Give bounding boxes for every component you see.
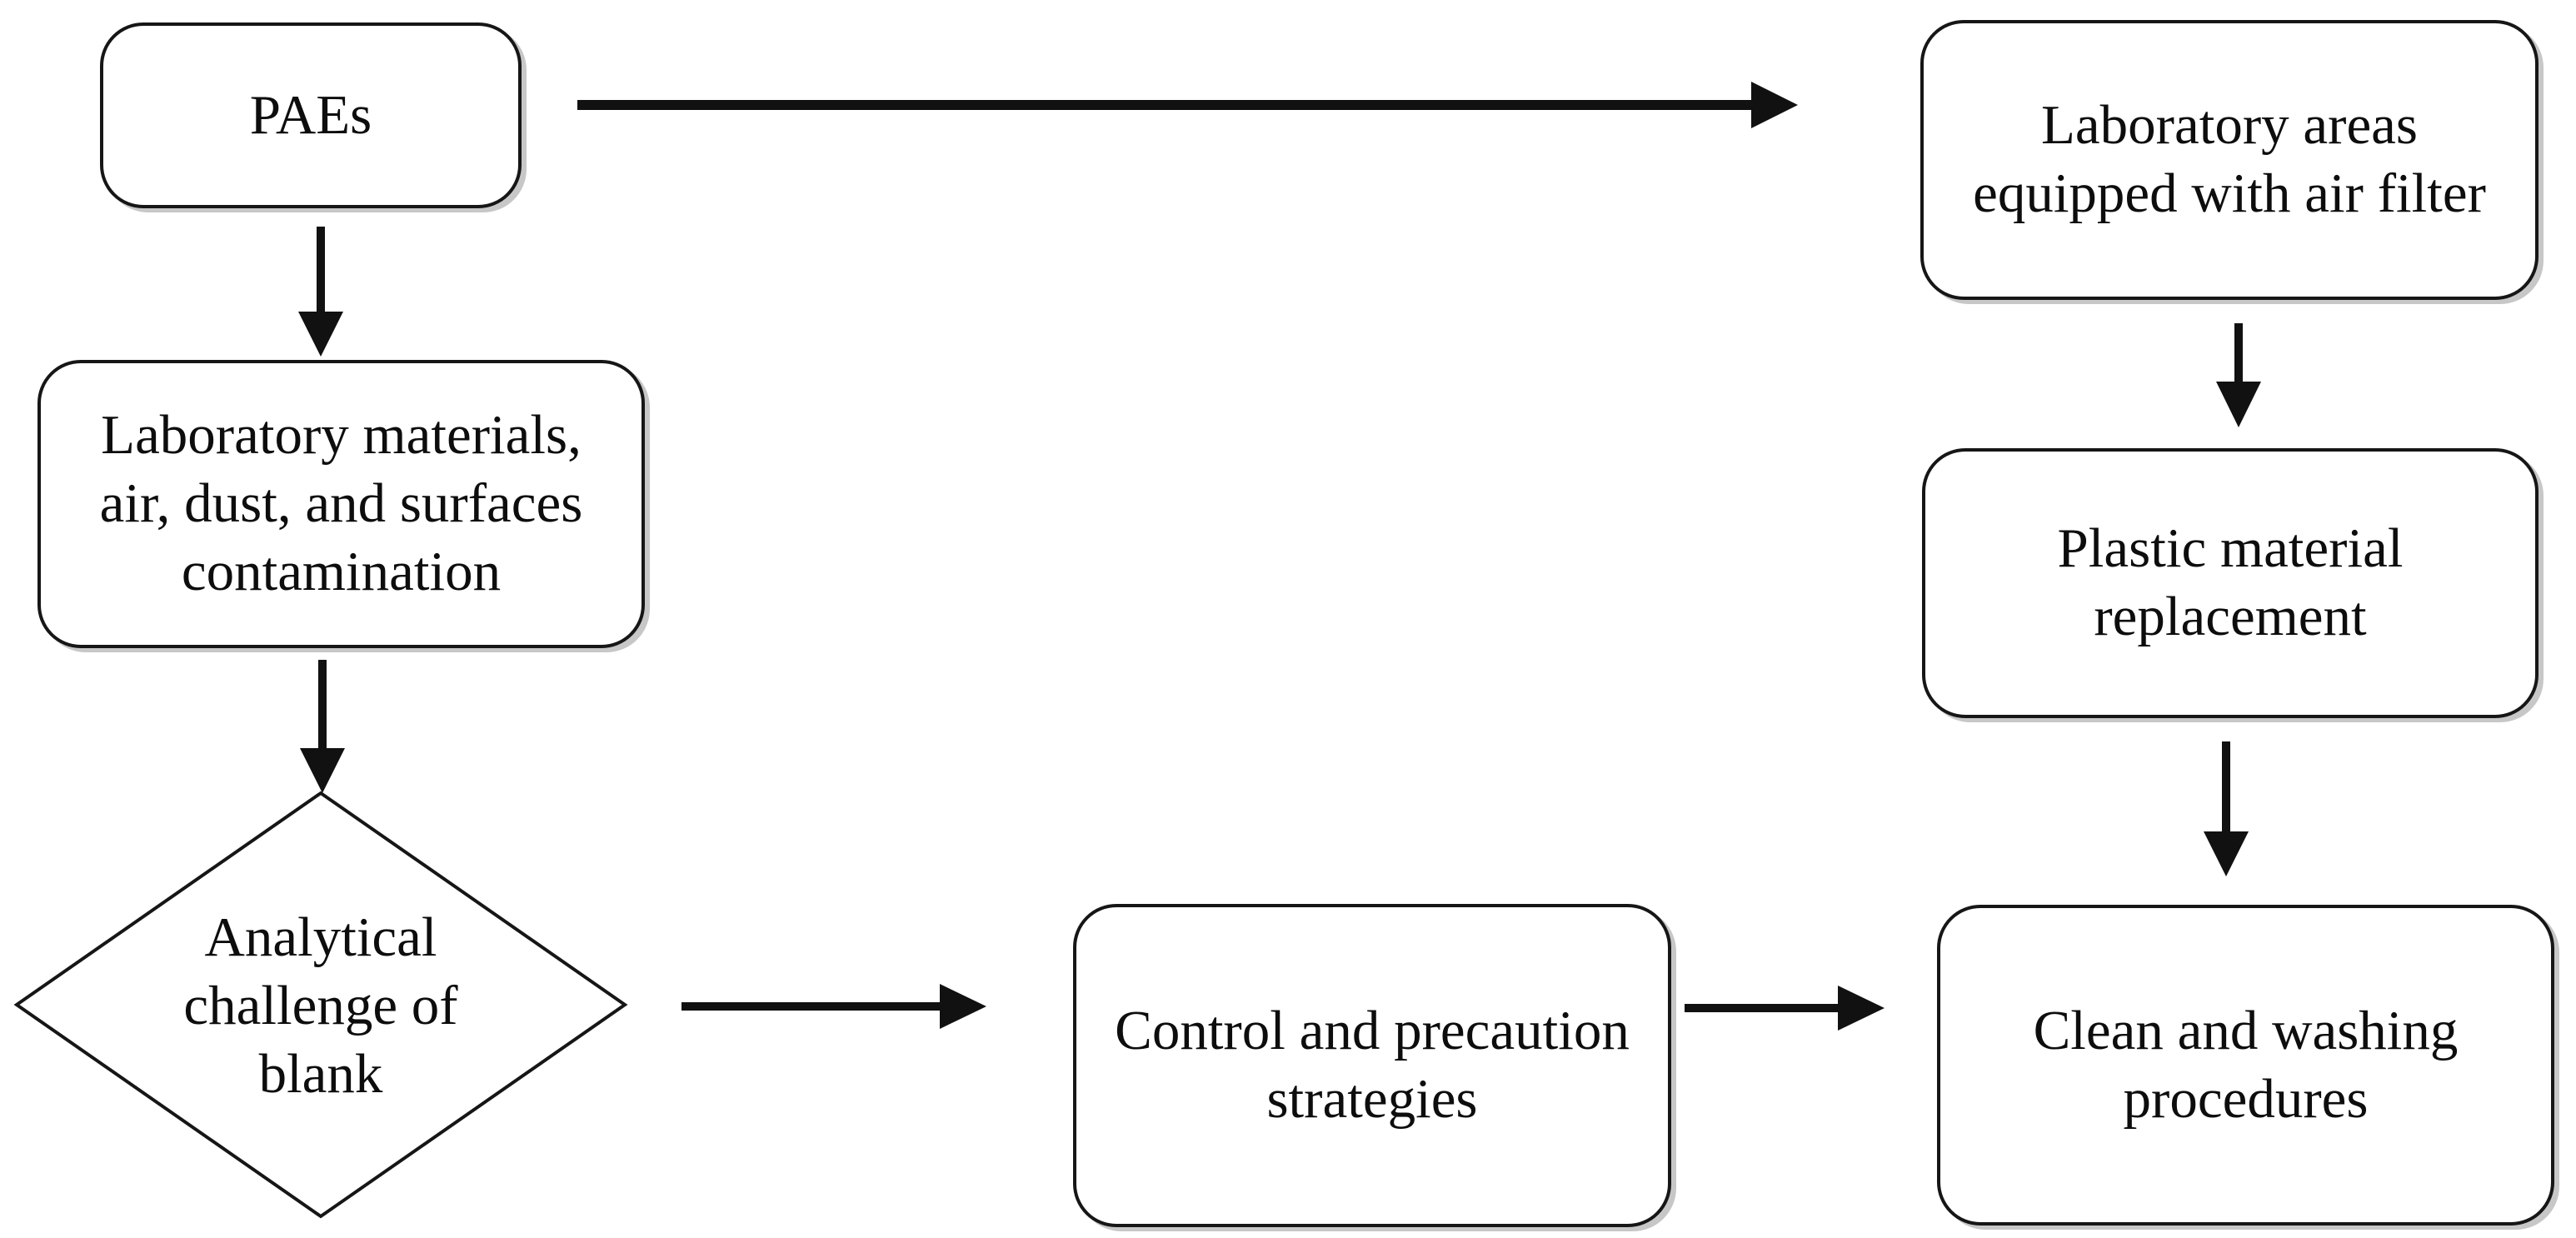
arrow-diamond-to-control [681, 984, 986, 1029]
arrow-paes-to-materials [298, 227, 343, 357]
arrow-plastic-to-cleaning [2204, 741, 2249, 876]
node-air-filter-label-line1: Laboratory areas [2041, 94, 2418, 157]
node-analytical-label-line3: blank [258, 1042, 383, 1105]
node-paes: PAEs [100, 22, 522, 208]
node-materials-label-line1: Laboratory materials, [101, 404, 582, 467]
node-cleaning-procedures: Clean and washing procedures [1937, 905, 2554, 1226]
node-materials-label-line3: contamination [181, 540, 502, 602]
node-paes-label: PAEs [249, 83, 372, 146]
node-air-filter-label-line2: equipped with air filter [1973, 162, 2486, 224]
node-materials-contamination: Laboratory materials, air, dust, and sur… [37, 360, 645, 648]
node-cleaning-label-line2: procedures [2123, 1067, 2369, 1130]
arrow-control-to-cleaning [1685, 986, 1885, 1031]
arrow-paes-to-air-filter [577, 82, 1798, 128]
node-control-label-line2: strategies [1266, 1068, 1478, 1130]
node-analytical-label-line1: Analytical [204, 906, 437, 969]
node-cleaning-label-line1: Clean and washing [2033, 999, 2459, 1061]
arrow-materials-to-diamond [300, 660, 345, 793]
node-air-filter-areas: Laboratory areas equipped with air filte… [1920, 20, 2539, 300]
node-materials-label-line2: air, dust, and surfaces [99, 472, 583, 535]
node-plastic-label-line1: Plastic material [2057, 517, 2404, 580]
node-analytical-challenge: Analytical challenge of blank [79, 855, 562, 1158]
node-analytical-label-line2: challenge of [183, 975, 458, 1037]
node-control-label-line1: Control and precaution [1115, 1000, 1630, 1062]
node-plastic-replacement: Plastic material replacement [1922, 448, 2539, 718]
node-control-strategies: Control and precaution strategies [1073, 904, 1671, 1227]
decision-diamond-shape [13, 791, 628, 1219]
node-plastic-label-line2: replacement [2094, 586, 2367, 647]
arrow-air-filter-to-plastic [2216, 323, 2261, 427]
